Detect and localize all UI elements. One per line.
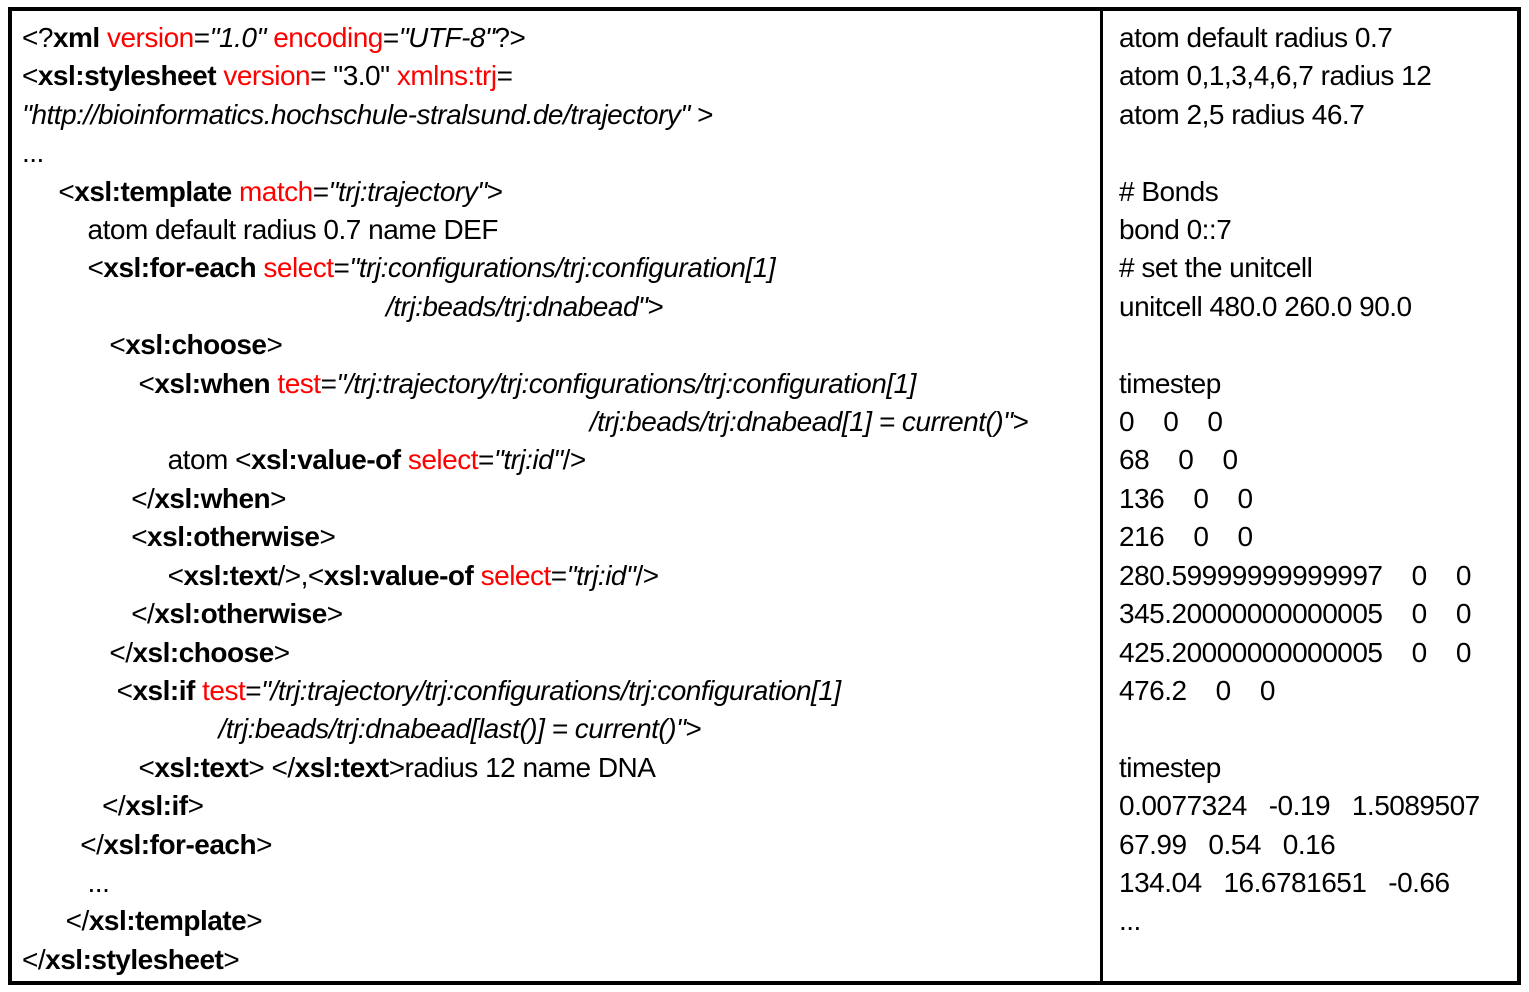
output-line: timestep: [1119, 751, 1221, 783]
code-line: <xsl:for-each select="trj:configurations…: [22, 252, 776, 284]
code-line: /trj:beads/trj:dnabead[last()] = current…: [22, 713, 702, 745]
output-line: [1119, 710, 1517, 748]
code-line: </xsl:when>: [22, 482, 286, 514]
code-line: atom default radius 0.7 name DEF: [22, 214, 499, 246]
code-line: <xsl:if test="/trj:trajectory/trj:config…: [22, 674, 842, 706]
output-line: 136 0 0: [1119, 482, 1253, 514]
output-line: unitcell 480.0 260.0 90.0: [1119, 290, 1412, 322]
code-line: ...: [22, 137, 44, 169]
code-line: <xsl:text/>,<xsl:value-of select="trj:id…: [22, 559, 660, 591]
output-line: [1119, 326, 1517, 364]
output-line: 67.99 0.54 0.16: [1119, 828, 1336, 860]
output-line: [1119, 941, 1517, 979]
code-line: </xsl:stylesheet>: [22, 943, 240, 975]
code-line: <xsl:choose>: [22, 329, 283, 361]
output-line: 425.20000000000005 0 0: [1119, 636, 1471, 668]
output-line: # Bonds: [1119, 175, 1219, 207]
output-line: 68 0 0: [1119, 444, 1238, 476]
output-line: atom 0,1,3,4,6,7 radius 12: [1119, 60, 1432, 92]
output-line: atom 2,5 radius 46.7: [1119, 98, 1365, 130]
code-line: <xsl:template match="trj:trajectory">: [22, 175, 503, 207]
output-line: atom default radius 0.7: [1119, 22, 1393, 53]
output-line: 345.20000000000005 0 0: [1119, 598, 1471, 630]
output-line: bond 0::7: [1119, 214, 1232, 246]
output-panel: atom default radius 0.7 atom 0,1,3,4,6,7 …: [1103, 11, 1517, 981]
output-line: 216 0 0: [1119, 521, 1253, 553]
code-line: </xsl:choose>: [22, 636, 290, 668]
code-line: <xsl:text> </xsl:text>radius 12 name DNA: [22, 751, 656, 783]
code-line: atom <xsl:value-of select="trj:id"/>: [22, 444, 587, 476]
xslt-code-panel: <?xml version="1.0" encoding="UTF-8"?> <x…: [12, 11, 1100, 981]
panel-divider: [1100, 11, 1103, 981]
code-line: /trj:beads/trj:dnabead[1] = current()">: [22, 406, 1029, 438]
output-line: # set the unitcell: [1119, 252, 1313, 284]
figure-frame: <?xml version="1.0" encoding="UTF-8"?> <x…: [8, 7, 1521, 985]
code-line: </xsl:if>: [22, 790, 204, 822]
code-line: </xsl:template>: [22, 905, 263, 937]
output-line: [1119, 134, 1517, 172]
output-line: 134.04 16.6781651 -0.66: [1119, 866, 1450, 898]
output-line: ...: [1119, 905, 1141, 937]
output-line: 0 0 0: [1119, 406, 1223, 438]
output-line: 0.0077324 -0.19 1.5089507: [1119, 790, 1480, 822]
code-line: <xsl:when test="/trj:trajectory/trj:conf…: [22, 367, 916, 399]
code-line: </xsl:for-each>: [22, 828, 272, 860]
code-line: "http://bioinformatics.hochschule-strals…: [22, 98, 714, 130]
output-line: timestep: [1119, 367, 1221, 399]
output-line: 476.2 0 0: [1119, 674, 1275, 706]
code-line: <?xml version="1.0" encoding="UTF-8"?>: [22, 22, 526, 53]
code-line: ...: [22, 866, 110, 898]
code-line: </xsl:otherwise>: [22, 598, 343, 630]
code-line: <xsl:stylesheet version= "3.0" xmlns:trj…: [22, 60, 513, 92]
output-line: 280.59999999999997 0 0: [1119, 559, 1471, 591]
code-line: <xsl:otherwise>: [22, 521, 336, 553]
code-line: /trj:beads/trj:dnabead">: [22, 290, 664, 322]
